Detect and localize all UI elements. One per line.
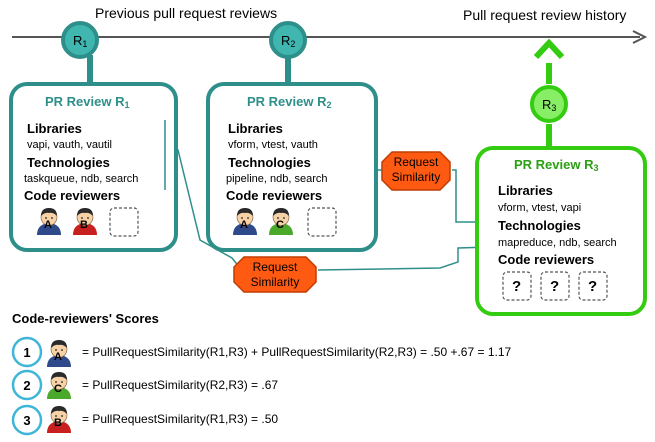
- svg-text:A: A: [240, 219, 248, 231]
- svg-text:Request: Request: [253, 260, 298, 274]
- avatar-c-icon: C: [46, 371, 72, 399]
- r3-libraries-label: Libraries: [498, 183, 553, 198]
- previous-reviews-label: Previous pull request reviews: [95, 5, 277, 21]
- review-history-label: Pull request review history: [463, 7, 626, 23]
- empty-reviewer-slot: [307, 207, 337, 237]
- avatar-c-icon: C: [268, 207, 294, 235]
- pr-review-r1-box: PR Review R1 Libraries vapi, vauth, vaut…: [9, 82, 178, 252]
- empty-reviewer-slot: [109, 207, 139, 237]
- svg-text:Similarity: Similarity: [251, 275, 300, 289]
- unknown-reviewer-slot-1: ?: [502, 271, 532, 301]
- rank-badge: [11, 336, 43, 368]
- timeline-node-r1: R1: [61, 21, 99, 59]
- unknown-reviewer-slot-3: ?: [578, 271, 608, 301]
- svg-text:B: B: [80, 219, 88, 231]
- svg-text:Request: Request: [394, 155, 439, 169]
- score-formula: = PullRequestSimilarity(R1,R3) = .50: [82, 412, 278, 426]
- timeline-arrowhead: [632, 30, 648, 44]
- scores-title: Code-reviewers' Scores: [12, 311, 159, 326]
- svg-text:2: 2: [23, 378, 30, 393]
- r1-libraries-label: Libraries: [27, 121, 82, 136]
- score-formula: = PullRequestSimilarity(R1,R3) + PullReq…: [82, 345, 512, 359]
- score-row-2: 2 C = PullRequestSimilarity(R2,R3) = .67: [11, 369, 278, 401]
- svg-text:?: ?: [512, 278, 521, 295]
- svg-text:A: A: [54, 351, 62, 363]
- avatar-b-icon: B: [46, 405, 72, 433]
- svg-text:1: 1: [23, 345, 30, 360]
- r3-libraries-list: vform, vtest, vapi: [498, 202, 581, 214]
- pr-review-r1-title: PR Review R1: [45, 94, 130, 110]
- r1-technologies-list: taskqueue, ndb, search: [24, 173, 138, 185]
- r2-reviewers-label: Code reviewers: [226, 188, 322, 203]
- score-formula: = PullRequestSimilarity(R2,R3) = .67: [82, 378, 278, 392]
- svg-text:B: B: [54, 417, 62, 429]
- rank-badge: [11, 404, 43, 436]
- pr-review-r3-box: PR Review R3 Libraries vform, vtest, vap…: [475, 146, 647, 316]
- pr-review-r2-title: PR Review R2: [247, 94, 332, 110]
- svg-text:C: C: [54, 383, 62, 395]
- score-row-1: 1 A = PullRequestSimilarity(R1,R3) + Pul…: [11, 336, 512, 368]
- r2-technologies-label: Technologies: [228, 155, 311, 170]
- avatar-b-icon: B: [72, 207, 98, 235]
- timeline-node-r3: R3: [530, 38, 568, 148]
- avatar-a-icon: A: [232, 207, 258, 235]
- score-row-3: 3 B = PullRequestSimilarity(R1,R3) = .50: [11, 404, 278, 436]
- r3-arrow-head: [533, 38, 565, 60]
- svg-text:?: ?: [588, 278, 597, 295]
- svg-text:R1: R1: [73, 33, 87, 49]
- request-similarity-badge-upper: Request Similarity: [381, 151, 451, 191]
- avatar-a-icon: A: [46, 339, 72, 367]
- svg-text:R3: R3: [542, 97, 556, 113]
- r2-libraries-list: vform, vtest, vauth: [228, 139, 318, 151]
- r1-reviewers-label: Code reviewers: [24, 188, 120, 203]
- timeline-node-r2: R2: [269, 21, 307, 59]
- pr-review-r2-box: PR Review R2 Libraries vform, vtest, vau…: [206, 82, 378, 252]
- r2-technologies-list: pipeline, ndb, search: [226, 173, 328, 185]
- connector-badge-r3-lower: [317, 246, 491, 271]
- r1-libraries-list: vapi, vauth, vautil: [27, 139, 112, 151]
- r1-technologies-label: Technologies: [27, 155, 110, 170]
- r3-reviewers-label: Code reviewers: [498, 252, 594, 267]
- r3-technologies-label: Technologies: [498, 218, 581, 233]
- svg-text:R2: R2: [281, 33, 295, 49]
- r3-technologies-list: mapreduce, ndb, search: [498, 237, 617, 249]
- svg-text:Similarity: Similarity: [392, 170, 441, 184]
- svg-text:C: C: [276, 219, 284, 231]
- timeline: Previous pull request reviews Pull reque…: [12, 5, 648, 44]
- request-similarity-badge-lower: Request Similarity: [233, 256, 317, 293]
- scores-section: Code-reviewers' Scores 1 A = PullRequest…: [11, 311, 512, 436]
- svg-text:A: A: [44, 219, 52, 231]
- svg-text:3: 3: [23, 413, 30, 428]
- rank-badge: [11, 369, 43, 401]
- svg-text:?: ?: [550, 278, 559, 295]
- avatar-a-icon: A: [36, 207, 62, 235]
- unknown-reviewer-slot-2: ?: [540, 271, 570, 301]
- pr-review-r3-title: PR Review R3: [514, 157, 599, 173]
- r2-libraries-label: Libraries: [228, 121, 283, 136]
